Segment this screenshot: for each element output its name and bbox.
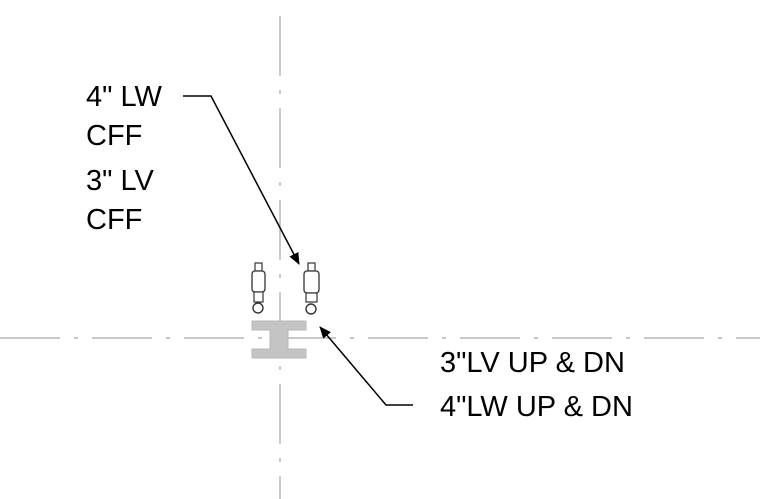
note-4in-lw-up-dn: 4"LW UP & DN bbox=[440, 391, 633, 423]
note-4in-lw: 4" LW bbox=[86, 81, 162, 113]
structural-column-icon bbox=[251, 320, 307, 359]
note-3in-lv-up-dn: 3"LV UP & DN bbox=[440, 347, 625, 379]
lower-leader-arrow bbox=[319, 326, 413, 406]
note-3in-lv-cff: CFF bbox=[86, 204, 142, 236]
note-4in-lw-cff: CFF bbox=[86, 120, 142, 152]
upper-leader-arrow bbox=[183, 95, 300, 265]
note-3in-lv: 3" LV bbox=[86, 165, 154, 197]
riser-4in-lw-icon bbox=[303, 262, 320, 315]
riser-3in-lv-icon bbox=[251, 262, 266, 314]
